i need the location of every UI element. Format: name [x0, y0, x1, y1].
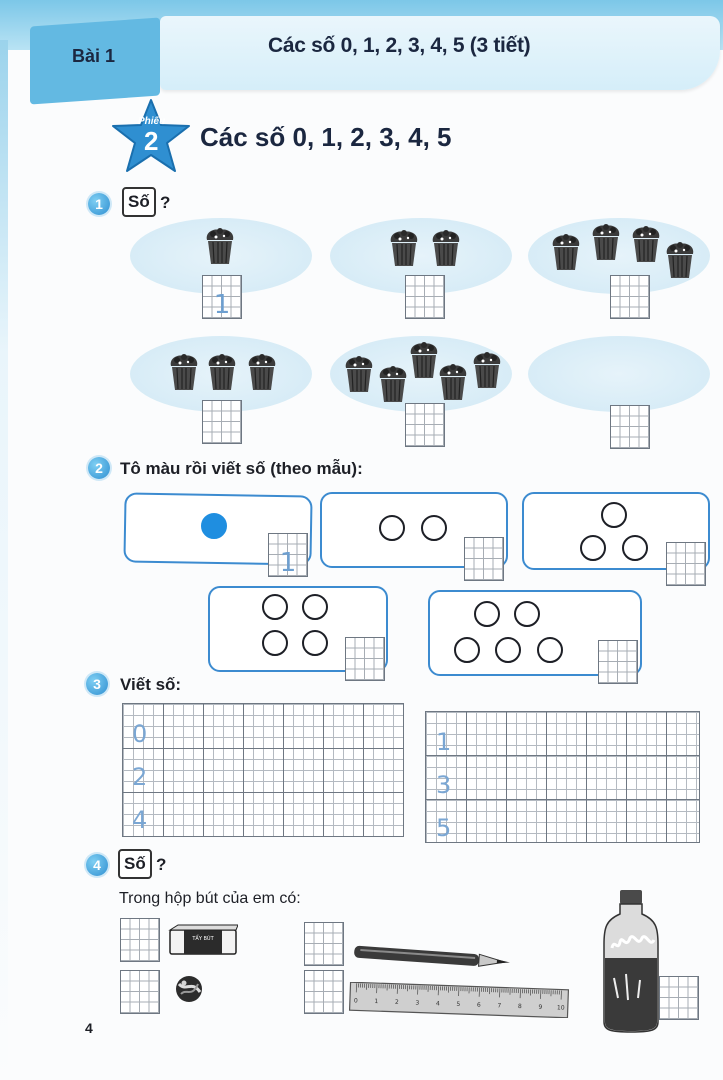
- exercise-1-number: 1: [88, 193, 110, 215]
- page-edge-decoration: [0, 40, 8, 1080]
- ruler-icon: 0 1 2 3 4 5 6 7 8 9 10: [348, 982, 570, 1018]
- trace-digit: 3: [436, 771, 452, 799]
- filled-circle[interactable]: [201, 513, 227, 539]
- empty-circle[interactable]: [421, 515, 447, 541]
- sheet-star-icon: [112, 99, 190, 172]
- ruler-number: 0: [354, 997, 358, 1004]
- trace-digit: 2: [132, 763, 148, 791]
- ruler-number: 7: [497, 1002, 501, 1009]
- lesson-label: Bài 1: [72, 46, 116, 66]
- answer-box-ruler[interactable]: [304, 970, 344, 1014]
- ruler-number: 5: [456, 1001, 460, 1008]
- cupcake-group-6: [528, 336, 710, 412]
- exercise-4-prompt: Trong hộp bút của em có:: [119, 890, 301, 907]
- answer-box-group-2[interactable]: [405, 275, 445, 319]
- sheet-title: Các số 0, 1, 2, 3, 4, 5: [200, 122, 452, 152]
- answer-box-group-4[interactable]: [202, 400, 242, 444]
- pencil-icon: [354, 945, 510, 967]
- empty-circle[interactable]: [454, 637, 480, 663]
- exercise-4-number: 4: [86, 854, 108, 876]
- cupcake-icon: [471, 350, 503, 390]
- trace-digit: 0: [132, 720, 148, 748]
- exercise-2-number: 2: [88, 457, 110, 479]
- cupcake-icon: [430, 228, 462, 268]
- cupcake-icon: [388, 228, 420, 268]
- cupcake-icon: [204, 226, 236, 266]
- sheet-number: 2: [144, 126, 159, 156]
- cupcake-icon: [343, 354, 375, 394]
- trace-digit: 4: [132, 806, 148, 834]
- writing-grid-left[interactable]: [122, 703, 404, 837]
- sheet-label: Phiếu: [138, 116, 166, 127]
- exercise-4-question-mark: ?: [156, 855, 167, 874]
- answer-box-marble[interactable]: [120, 970, 160, 1014]
- exercise-3-title: Viết số:: [120, 675, 182, 694]
- cupcake-icon: [590, 222, 622, 262]
- empty-circle[interactable]: [474, 601, 500, 627]
- empty-circle[interactable]: [262, 594, 288, 620]
- eraser-icon: TẨY BÚT: [168, 924, 238, 955]
- answer-box-frame-4[interactable]: [345, 637, 385, 681]
- empty-circle[interactable]: [379, 515, 405, 541]
- ruler-number: 9: [538, 1004, 542, 1011]
- cupcake-icon: [437, 362, 469, 402]
- empty-circle[interactable]: [622, 535, 648, 561]
- cupcake-icon: [377, 364, 409, 404]
- empty-circle[interactable]: [514, 601, 540, 627]
- answer-box-pencil[interactable]: [304, 922, 344, 966]
- empty-circle[interactable]: [580, 535, 606, 561]
- cupcake-icon: [206, 352, 238, 392]
- exercise-3-number: 3: [86, 673, 108, 695]
- ruler-number: 4: [436, 1000, 440, 1007]
- empty-circle[interactable]: [601, 502, 627, 528]
- page-number: 4: [85, 1020, 93, 1036]
- cupcake-icon: [408, 340, 440, 380]
- answer-box-group-3[interactable]: [610, 275, 650, 319]
- empty-circle[interactable]: [495, 637, 521, 663]
- cupcake-icon: [168, 352, 200, 392]
- cupcake-icon: [550, 232, 582, 272]
- answer-box-group-6[interactable]: [610, 405, 650, 449]
- eraser-label: TẨY BÚT: [191, 934, 214, 942]
- ruler-number: 6: [477, 1002, 481, 1009]
- exercise-4-so-label: Số: [118, 849, 152, 879]
- answer-box-frame-5[interactable]: [598, 640, 638, 684]
- cupcake-icon: [664, 240, 696, 280]
- ruler-number: 10: [557, 1004, 565, 1011]
- empty-circle[interactable]: [302, 594, 328, 620]
- answer-box-frame-3[interactable]: [666, 542, 706, 586]
- lesson-title: Các số 0, 1, 2, 3, 4, 5 (3 tiết): [268, 34, 531, 57]
- marble-icon: [176, 976, 202, 1002]
- answer-box-eraser[interactable]: [120, 918, 160, 962]
- empty-circle[interactable]: [302, 630, 328, 656]
- trace-digit: 1: [436, 728, 452, 756]
- lesson-banner: [160, 16, 720, 90]
- answer-box-frame-1[interactable]: 1: [268, 533, 308, 578]
- ruler-number: 2: [395, 999, 399, 1006]
- empty-circle[interactable]: [262, 630, 288, 656]
- answer-box-group-5[interactable]: [405, 403, 445, 447]
- cupcake-icon: [246, 352, 278, 392]
- ruler-number: 8: [518, 1003, 522, 1010]
- answer-box-frame-2[interactable]: [464, 537, 504, 581]
- exercise-1-question-mark: ?: [160, 193, 171, 212]
- exercise-1-so-label: Số: [122, 187, 156, 217]
- ruler-number: 3: [415, 999, 419, 1006]
- ruler-number: 1: [374, 998, 378, 1005]
- answer-box-bottle[interactable]: [659, 976, 699, 1020]
- cupcake-icon: [630, 224, 662, 264]
- writing-grid-right[interactable]: [425, 711, 700, 843]
- empty-circle[interactable]: [537, 637, 563, 663]
- water-bottle-icon: [603, 890, 659, 1033]
- exercise-2-title: Tô màu rồi viết số (theo mẫu):: [120, 459, 363, 478]
- answer-box-group-1[interactable]: 1: [202, 275, 242, 320]
- trace-digit: 5: [436, 814, 452, 842]
